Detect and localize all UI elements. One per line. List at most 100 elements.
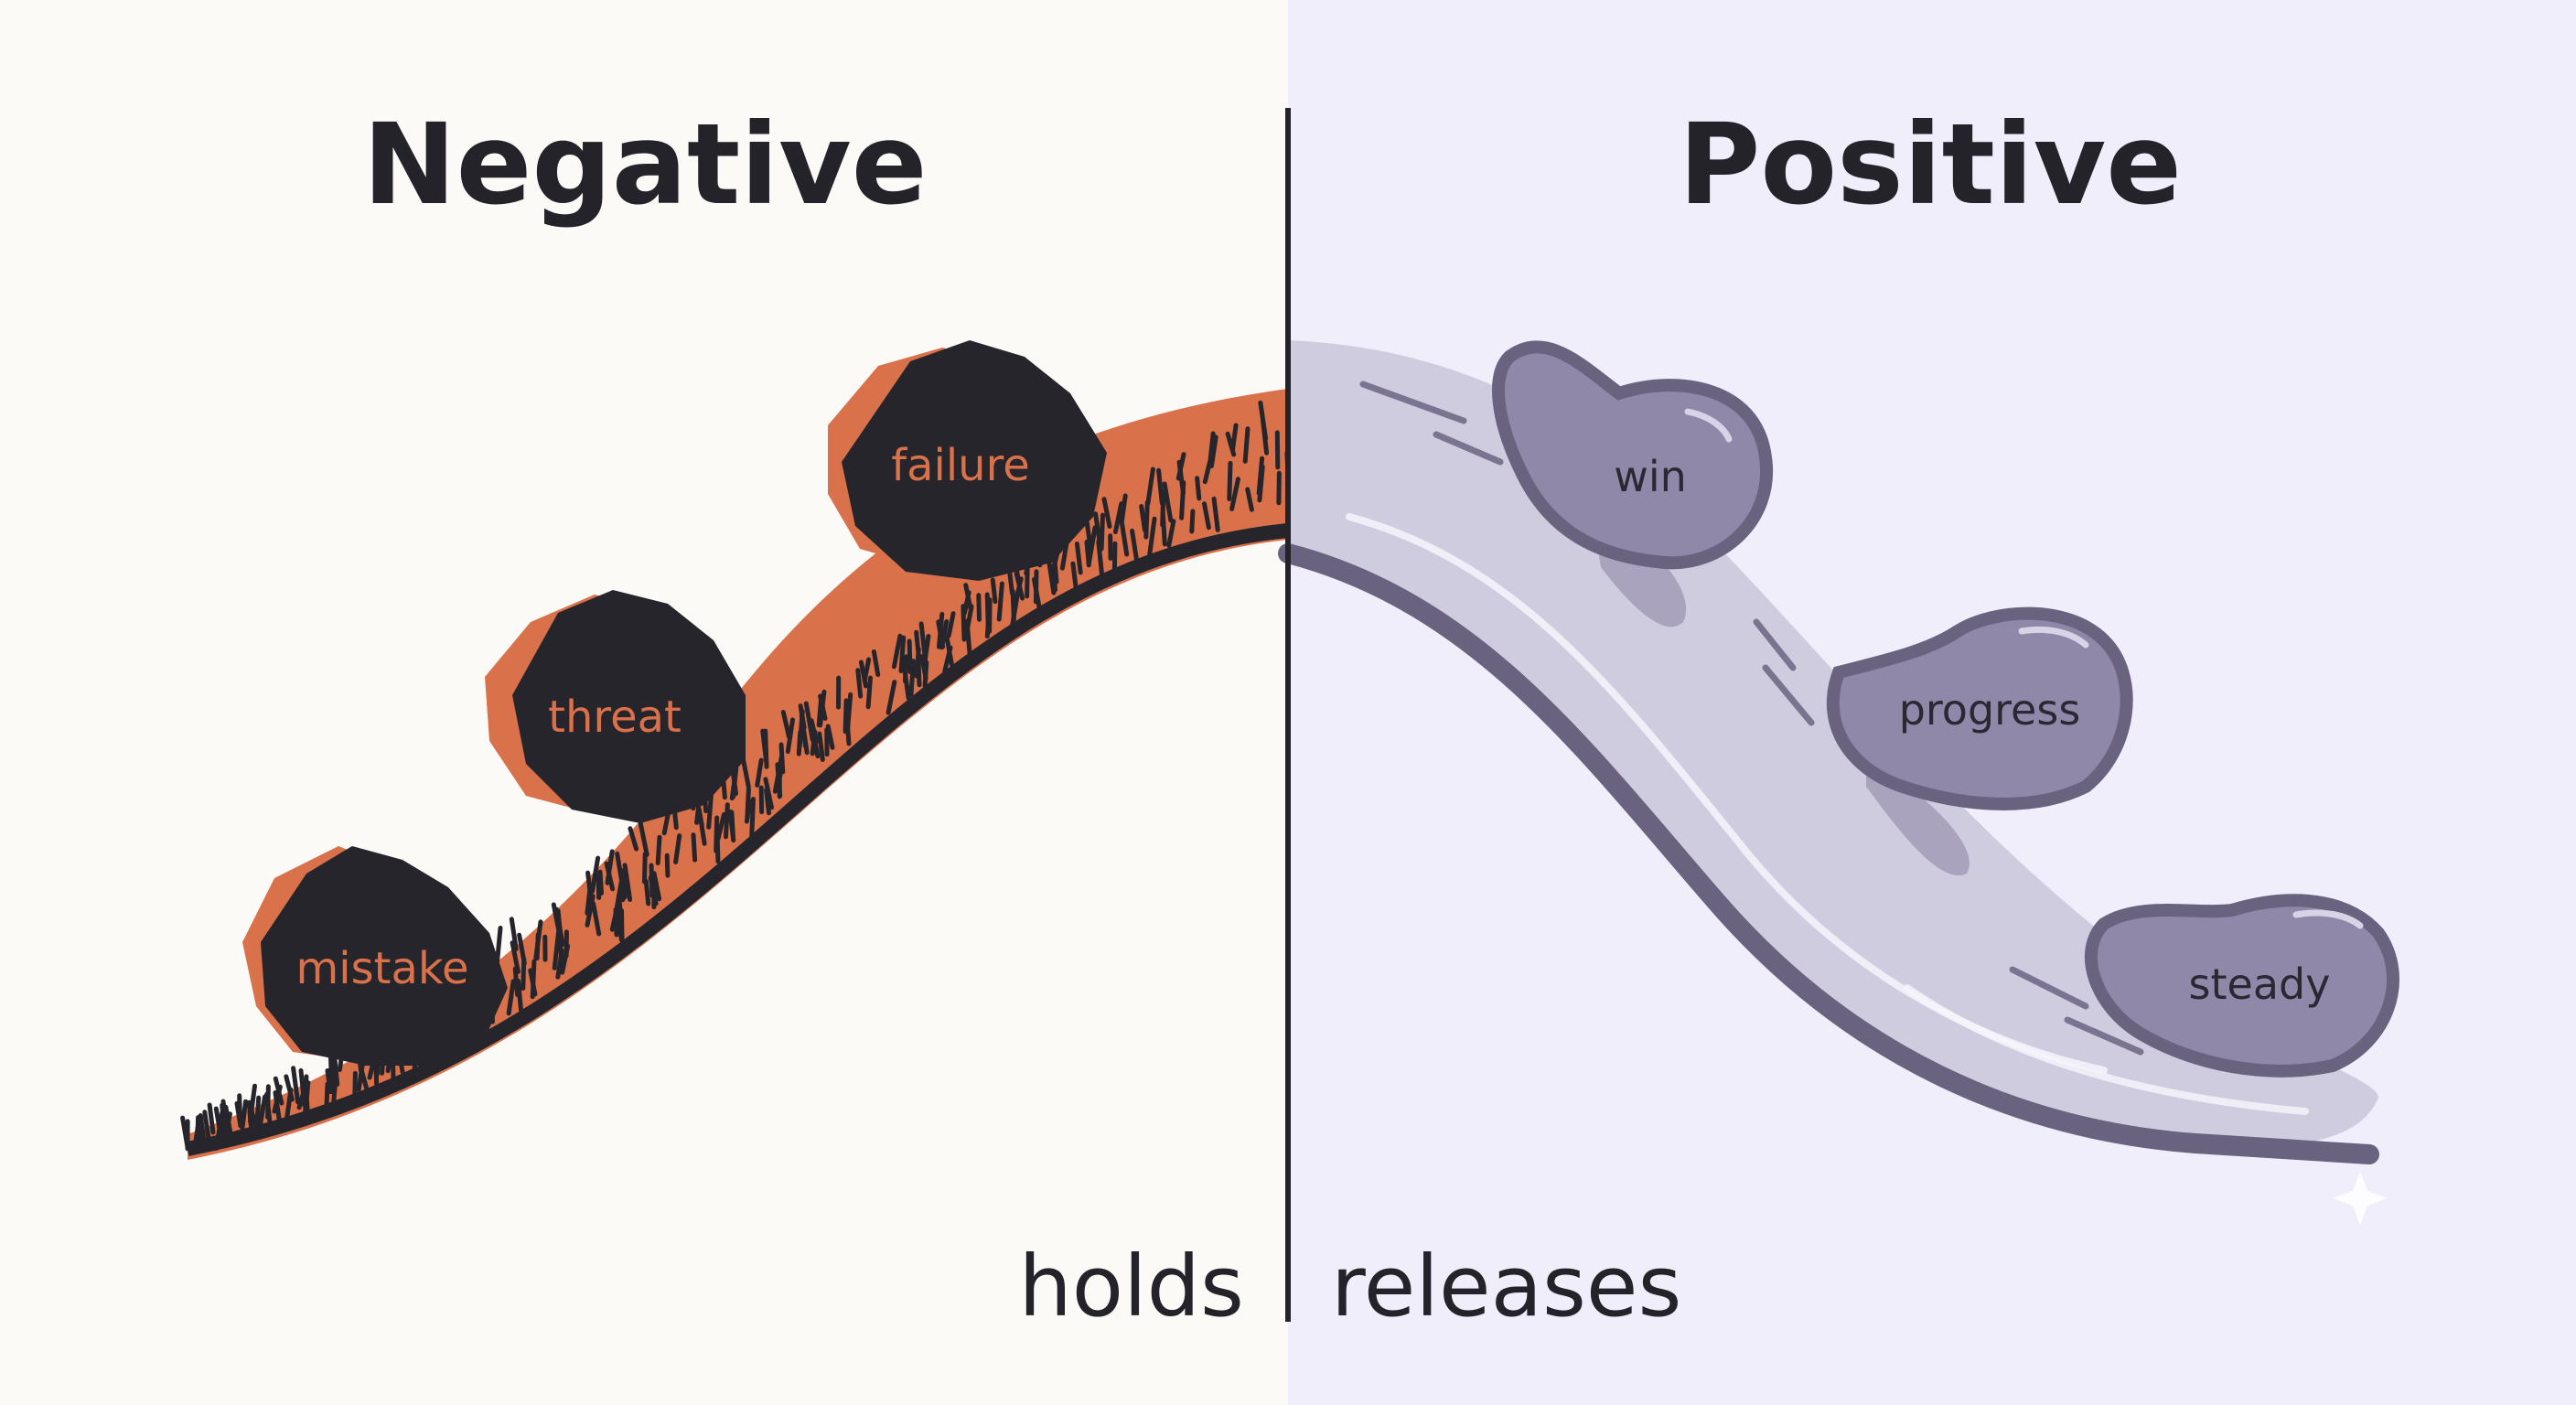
bristle <box>1227 460 1233 501</box>
bristle <box>254 1095 262 1132</box>
bristle <box>664 853 671 878</box>
bristle <box>551 902 563 939</box>
bristle <box>946 611 956 638</box>
bristle <box>552 929 562 971</box>
bristle <box>609 906 619 932</box>
bristle <box>509 917 519 951</box>
bristle <box>727 809 736 843</box>
bristle <box>1162 481 1174 523</box>
pebble-steady <box>2084 894 2399 1078</box>
bristle <box>724 802 730 840</box>
bristle <box>891 633 903 670</box>
bristle <box>755 757 764 788</box>
bristle <box>1010 588 1016 622</box>
bristle <box>1074 542 1083 575</box>
pebble-label-steady: steady <box>2189 960 2331 1009</box>
bristle <box>1070 561 1079 590</box>
bristle <box>506 979 516 1016</box>
rock-body <box>842 340 1107 581</box>
pebble-progress <box>1826 606 2133 876</box>
bristle <box>642 852 648 885</box>
bristle <box>298 1067 307 1108</box>
bristle <box>1229 477 1240 511</box>
bristle <box>517 932 527 966</box>
bristle <box>649 863 655 898</box>
bristle <box>533 919 543 960</box>
bristle <box>1245 487 1254 512</box>
bristle <box>763 777 774 810</box>
bristle <box>1175 452 1186 481</box>
rock-label-threat: threat <box>548 692 682 743</box>
bristle <box>628 826 639 852</box>
bristle <box>510 940 521 974</box>
bristle <box>1208 431 1216 463</box>
bristle <box>898 635 907 673</box>
bristle <box>1202 501 1211 531</box>
bristle <box>976 593 982 622</box>
pebble-body <box>1826 606 2133 810</box>
bristle <box>1130 528 1140 563</box>
bristle <box>1101 497 1112 529</box>
bristle <box>291 1066 301 1105</box>
rock-label-failure: failure <box>891 440 1030 491</box>
ramp-bristles <box>180 400 1294 1154</box>
speed-streak <box>1433 431 1504 466</box>
bristle <box>825 724 835 750</box>
bristle <box>284 1074 295 1102</box>
bristle <box>1046 560 1057 595</box>
bristle <box>673 833 682 864</box>
bristle <box>1208 434 1218 468</box>
bristle <box>622 863 633 902</box>
pebble-body <box>2084 894 2399 1078</box>
bristle <box>855 668 864 699</box>
bristle <box>605 849 615 885</box>
bristle <box>706 793 714 830</box>
bristle <box>1195 476 1202 501</box>
bristle <box>996 581 1004 622</box>
bristle <box>862 657 872 683</box>
rock-mistake <box>242 846 508 1066</box>
bristle <box>990 577 998 605</box>
bristle <box>944 635 954 668</box>
bristle <box>714 815 720 853</box>
bristle <box>1119 520 1130 557</box>
bristle <box>557 938 564 965</box>
sticky-ramp <box>180 389 1294 1160</box>
bristle <box>780 710 791 739</box>
bristle <box>745 787 751 821</box>
caption-releases: releases <box>1331 1238 1681 1335</box>
bristle <box>984 592 991 631</box>
bristle <box>597 869 604 896</box>
bristle <box>1143 499 1150 540</box>
negative-heading: Negative <box>363 100 928 230</box>
rock-threat <box>485 590 746 823</box>
bristle <box>193 1116 201 1146</box>
bristle <box>265 1084 271 1120</box>
bristle <box>908 659 916 697</box>
pebble-body <box>1492 340 1774 570</box>
slide-edge <box>1278 543 2379 1164</box>
bristle <box>691 832 698 863</box>
bristle <box>1147 516 1157 557</box>
bristle <box>495 926 503 965</box>
bristle <box>809 718 819 745</box>
speed-streak <box>1359 381 1467 424</box>
bristle <box>937 611 945 649</box>
bristle <box>591 901 602 937</box>
bristle <box>760 728 768 763</box>
bristle <box>1211 496 1220 532</box>
bristle <box>655 834 662 865</box>
bristle <box>919 654 928 681</box>
bristle <box>907 638 913 674</box>
rock-label-mistake: mistake <box>296 943 469 994</box>
bristle <box>1202 458 1213 485</box>
rock-body <box>512 590 746 823</box>
bristle <box>914 629 921 656</box>
positive-heading: Positive <box>1679 100 2182 230</box>
bristle <box>1276 470 1282 506</box>
bristle <box>207 1102 216 1135</box>
bristle <box>1189 509 1196 534</box>
bristle <box>258 1094 267 1127</box>
bristle <box>817 731 825 762</box>
bristle <box>1257 464 1265 503</box>
